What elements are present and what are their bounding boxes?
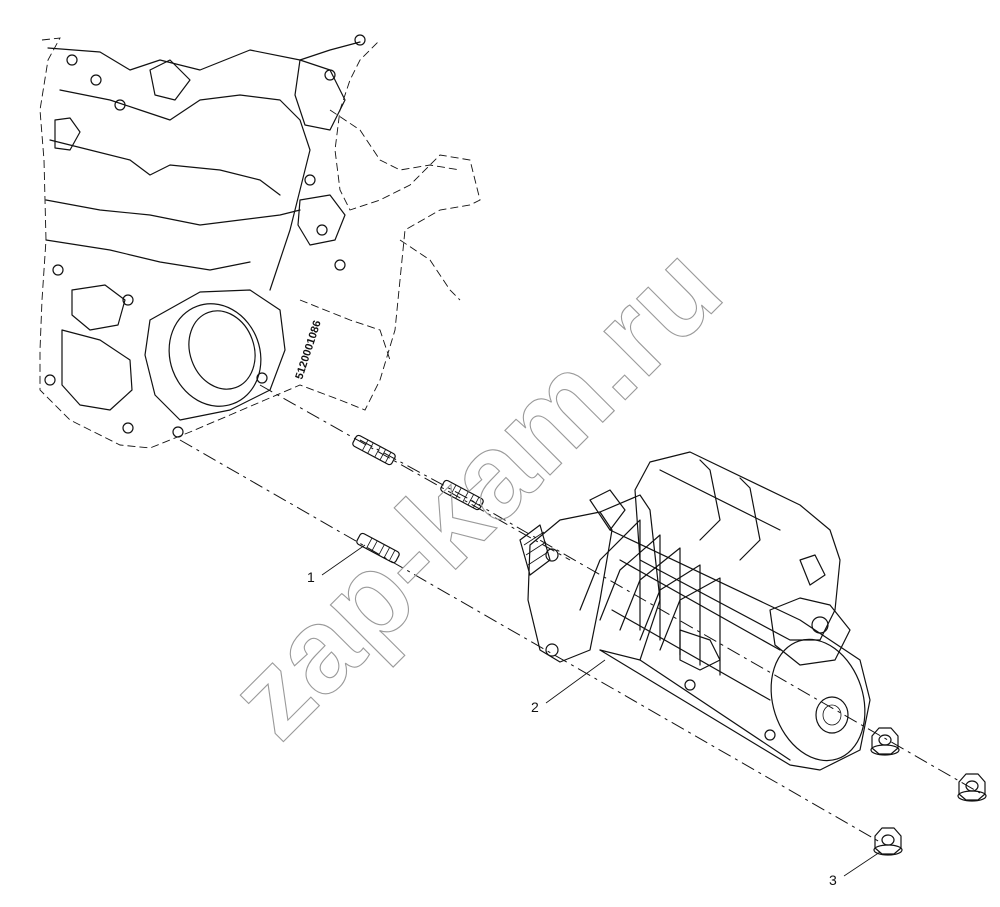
nut-right [957, 773, 987, 802]
starter-motor [519, 451, 871, 771]
nut-lower [873, 827, 903, 856]
stud-upper [352, 434, 396, 466]
callout-3: 3 [829, 872, 837, 888]
nut-upper [870, 727, 900, 756]
assembly-center-lines [179, 384, 981, 843]
callout-1: 1 [307, 569, 315, 585]
stud-middle [440, 479, 484, 511]
watermark: zap-kam.ru [204, 221, 747, 764]
callout-2: 2 [531, 699, 539, 715]
housing-part-number: 5120001086 [293, 319, 323, 381]
callouts: 1 2 3 [307, 544, 881, 888]
flywheel-housing: 5120001086 [39, 34, 481, 449]
stud-lower [356, 532, 400, 564]
